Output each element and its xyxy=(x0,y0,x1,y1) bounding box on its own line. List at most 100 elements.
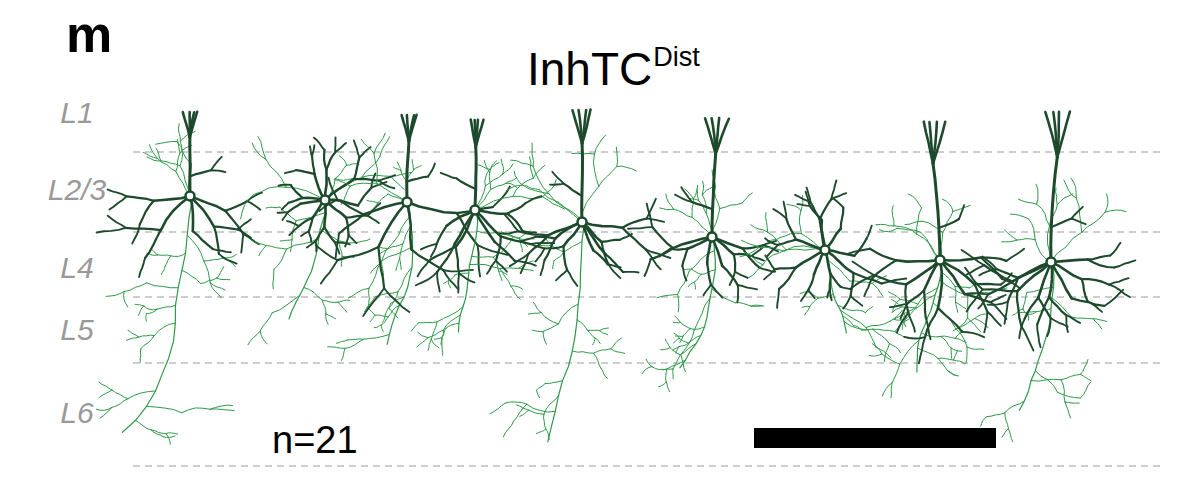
axon-collateral xyxy=(347,339,363,340)
apical-tuft xyxy=(582,109,590,143)
basal-dendrite xyxy=(288,204,301,213)
axon-collateral xyxy=(679,343,688,346)
basal-dendrite xyxy=(282,203,289,210)
axon-collateral xyxy=(892,307,902,313)
basal-dendrite xyxy=(379,181,394,189)
axon-collateral xyxy=(248,331,260,345)
basal-dendrite xyxy=(647,204,653,227)
basal-dendrite xyxy=(996,269,1018,278)
axon-collateral xyxy=(266,246,286,250)
axon-collateral xyxy=(472,256,493,258)
axon-collateral xyxy=(149,145,157,159)
axon-collateral xyxy=(166,433,178,434)
axon-collateral xyxy=(966,347,967,364)
axon-collateral xyxy=(873,329,895,331)
basal-dendrite xyxy=(285,170,296,173)
axon-collateral xyxy=(448,275,455,281)
axon-collateral xyxy=(260,331,267,344)
axon-collateral xyxy=(617,166,636,171)
basal-dendrite xyxy=(324,227,335,242)
basal-dendrite xyxy=(237,219,250,229)
axon-collateral xyxy=(751,305,764,306)
basal-dendrite xyxy=(1109,285,1130,297)
axon-collateral xyxy=(1061,380,1065,402)
soma-marker xyxy=(321,196,330,205)
axon-collateral xyxy=(106,292,124,297)
axon-collateral xyxy=(805,307,810,315)
axon-collateral xyxy=(374,154,377,184)
axon-collateral xyxy=(443,315,460,330)
axon-collateral xyxy=(661,348,670,350)
basal-dendrite xyxy=(500,231,519,234)
axon-collateral xyxy=(981,417,987,427)
axon-collateral xyxy=(334,180,350,186)
basal-dendrite xyxy=(711,285,723,298)
axon-collateral xyxy=(417,338,428,347)
axon-collateral xyxy=(99,390,112,398)
basal-dendrite xyxy=(778,240,796,245)
basal-dendrite xyxy=(421,244,437,250)
apical-tuft xyxy=(573,110,583,143)
basal-dendrite xyxy=(478,245,481,276)
apical-dendrite xyxy=(580,144,584,222)
panel-title: InhTCDist xyxy=(527,46,700,92)
axon-collateral xyxy=(151,430,164,437)
soma-marker xyxy=(578,218,587,227)
axon-collateral xyxy=(126,337,138,340)
basal-dendrite xyxy=(906,260,940,284)
basal-dendrite xyxy=(890,304,907,307)
basal-dendrite xyxy=(132,224,139,243)
axon-collateral xyxy=(434,338,441,340)
axon-collateral xyxy=(350,183,376,186)
axon-collateral xyxy=(611,338,622,349)
axon-collateral xyxy=(948,371,956,376)
axon-collateral xyxy=(889,344,900,353)
axon-collateral xyxy=(154,323,175,335)
axon-collateral xyxy=(948,371,959,376)
axon-collateral xyxy=(1018,199,1036,204)
basal-dendrite xyxy=(1025,298,1039,319)
axon-collateral xyxy=(380,137,390,157)
axon-collateral xyxy=(528,312,541,314)
axon-collateral xyxy=(161,266,165,274)
axon-collateral xyxy=(670,348,680,355)
axon-collateral xyxy=(157,305,175,309)
axon-collateral xyxy=(280,240,292,241)
basal-dendrite xyxy=(301,232,309,236)
axon-collateral xyxy=(166,434,171,445)
basal-dendrite xyxy=(962,332,984,337)
axon-collateral xyxy=(1002,429,1008,438)
axon-collateral xyxy=(660,208,674,210)
axon-collateral xyxy=(690,327,704,330)
axon-collateral xyxy=(506,178,517,184)
basal-dendrite xyxy=(765,256,774,270)
basal-dendrite xyxy=(296,170,314,174)
axon-collateral xyxy=(938,358,953,360)
basal-dendrite xyxy=(783,202,786,219)
soma-marker xyxy=(186,192,195,201)
axon-collateral xyxy=(802,306,810,308)
basal-dendrite xyxy=(536,237,556,239)
axon-collateral xyxy=(689,251,714,272)
axon-collateral xyxy=(164,436,175,438)
axon-collateral xyxy=(941,336,952,347)
oblique-dendrite xyxy=(550,184,564,185)
axon-collateral xyxy=(394,216,410,241)
basal-dendrite xyxy=(519,231,549,235)
basal-dendrite xyxy=(324,150,326,169)
basal-dendrite xyxy=(962,250,985,265)
basal-dendrite xyxy=(608,264,621,267)
basal-dendrite xyxy=(193,231,213,249)
basal-dendrite xyxy=(525,196,541,203)
oblique-dendrite xyxy=(211,170,225,172)
axon-collateral xyxy=(1061,374,1080,379)
basal-dendrite xyxy=(346,215,367,217)
axon-collateral xyxy=(338,300,350,302)
oblique-dendrite xyxy=(441,173,457,179)
axon-collateral xyxy=(841,310,866,327)
axon-collateral xyxy=(444,281,449,284)
basal-dendrite xyxy=(622,228,645,250)
axon-collateral xyxy=(96,408,111,411)
basal-dendrite xyxy=(213,249,231,252)
axon-collateral xyxy=(680,344,696,355)
